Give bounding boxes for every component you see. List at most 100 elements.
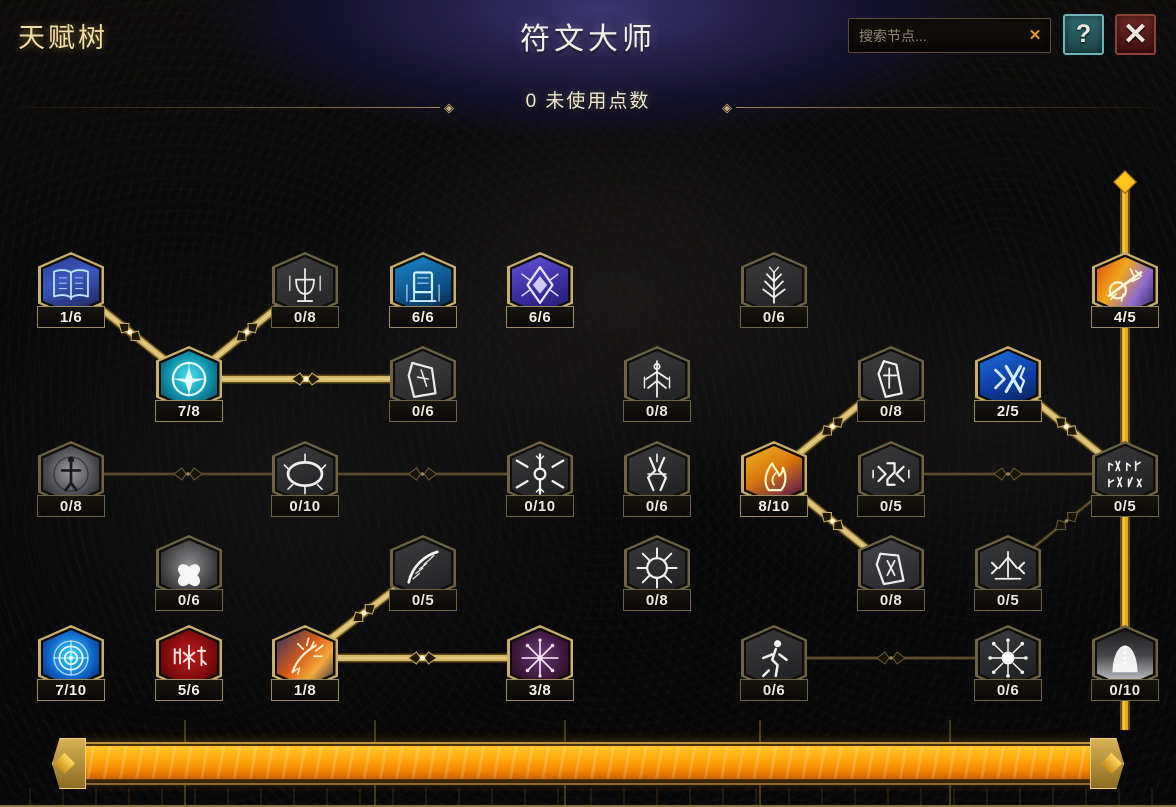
node-icon-band-icon — [863, 446, 919, 502]
rune-spark-node[interactable]: 1/8 — [271, 625, 339, 701]
page-title: 符文大师 — [520, 23, 656, 56]
connection-inactive — [337, 467, 508, 481]
node-icon-blast-icon — [1097, 257, 1153, 313]
rune-shard-node[interactable]: 0/8 — [857, 346, 925, 422]
node-rank-label: 6/6 — [389, 306, 457, 328]
clear-search-icon[interactable]: ✕ — [1028, 27, 1042, 44]
rune-bell-node[interactable]: 0/10 — [1091, 625, 1159, 701]
node-icon-throne-icon — [395, 257, 451, 313]
node-icon-dancer-icon — [629, 446, 685, 502]
divider-line-left — [0, 107, 440, 108]
connection-ornament — [1054, 511, 1079, 531]
rune-chalice-node[interactable]: 0/8 — [271, 252, 339, 328]
search-box[interactable]: ✕ — [848, 18, 1051, 53]
rune-compass-node[interactable]: 7/8 — [155, 346, 223, 422]
node-icon-shard-icon — [863, 351, 919, 407]
connection-ornament — [291, 372, 321, 386]
connection-ornament — [993, 467, 1023, 481]
node-icon-runner-icon — [746, 630, 802, 686]
rune-runner-node[interactable]: 0/6 — [740, 625, 808, 701]
node-icon-feather-icon — [395, 540, 451, 596]
divider-ornament-left: ◈ — [444, 100, 454, 115]
node-rank-label: 4/5 — [1091, 306, 1159, 328]
node-rank-label: 0/6 — [389, 400, 457, 422]
node-rank-label: 0/8 — [623, 400, 691, 422]
spine-gem — [1112, 169, 1138, 195]
node-rank-label: 0/8 — [623, 589, 691, 611]
node-icon-figure-icon — [43, 446, 99, 502]
divider-line-right — [736, 107, 1176, 108]
node-rank-label: 1/8 — [271, 679, 339, 701]
search-input[interactable] — [849, 19, 1050, 52]
rune-lightning-node[interactable]: 2/5 — [974, 346, 1042, 422]
node-icon-chalice-icon — [277, 257, 333, 313]
node-rank-label: 5/6 — [155, 679, 223, 701]
connection-ornament — [1054, 417, 1079, 436]
rune-orb-node[interactable]: 7/10 — [37, 625, 105, 701]
progress-bar-gem-left — [53, 752, 76, 775]
node-rank-label: 0/6 — [155, 589, 223, 611]
rune-altar-node[interactable]: 0/5 — [974, 535, 1042, 611]
connection-active — [327, 583, 401, 643]
rune-clover-node[interactable]: 0/6 — [155, 535, 223, 611]
node-rank-label: 0/8 — [271, 306, 339, 328]
rune-crown-node[interactable]: 0/8 — [623, 346, 691, 422]
connection-active — [211, 301, 283, 363]
node-rank-label: 3/8 — [506, 679, 574, 701]
rune-flame-sigil-node[interactable]: 8/10 — [740, 441, 808, 517]
node-rank-label: 0/8 — [857, 400, 925, 422]
node-rank-label: 0/10 — [506, 495, 574, 517]
rune-tablet-node[interactable]: 0/8 — [857, 535, 925, 611]
node-icon-compass-icon — [161, 351, 217, 407]
divider-ornament-right: ◈ — [722, 100, 732, 115]
node-icon-orb-icon — [43, 630, 99, 686]
bottom-bar-area — [0, 720, 1176, 807]
rune-band-node[interactable]: 0/5 — [857, 441, 925, 517]
rune-ring-node[interactable]: 0/10 — [271, 441, 339, 517]
talent-tree-canvas[interactable]: 1/6 7/8 0/8 6/6 6/6 — [0, 130, 1176, 730]
rune-nova-node[interactable]: 3/8 — [506, 625, 574, 701]
node-icon-flame-icon — [746, 446, 802, 502]
node-rank-label: 0/5 — [974, 589, 1042, 611]
connection-ornament — [876, 651, 906, 665]
connection-active — [93, 301, 167, 363]
node-rank-label: 8/10 — [740, 495, 808, 517]
node-icon-sigil-icon — [512, 257, 568, 313]
rune-snowflake-node[interactable]: 0/10 — [506, 441, 574, 517]
node-icon-bell-icon — [1097, 630, 1153, 686]
node-rank-label: 0/6 — [740, 679, 808, 701]
rune-script-node[interactable]: 0/5 — [1091, 441, 1159, 517]
rune-throne-node[interactable]: 6/6 — [389, 252, 457, 328]
progress-bar-gem-right — [1100, 752, 1123, 775]
close-button[interactable]: ✕ — [1115, 14, 1156, 55]
connection-ornament — [118, 322, 142, 342]
connection-active — [1030, 395, 1103, 458]
node-rank-label: 0/10 — [1091, 679, 1159, 701]
rune-stone-tilt-node[interactable]: 0/6 — [389, 346, 457, 422]
unused-points-label: 0 未使用点数 — [525, 91, 651, 112]
rune-sigil-node[interactable]: 6/6 — [506, 252, 574, 328]
connection-lines — [93, 169, 1138, 730]
help-button[interactable]: ? — [1063, 14, 1104, 55]
node-icon-tablet-icon — [863, 540, 919, 596]
rune-feather-node[interactable]: 0/5 — [389, 535, 457, 611]
node-icon-branch-icon — [746, 257, 802, 313]
rune-figure-node[interactable]: 0/8 — [37, 441, 105, 517]
connection-ornament — [407, 467, 438, 481]
rune-blast-node[interactable]: 4/5 — [1091, 252, 1159, 328]
talent-progress-bar[interactable] — [52, 738, 1124, 789]
node-icon-clover-icon — [161, 540, 217, 596]
connection-inactive — [103, 467, 273, 481]
node-rank-label: 0/8 — [857, 589, 925, 611]
rune-tome-node[interactable]: 1/6 — [37, 252, 105, 328]
node-icon-flake-icon — [512, 446, 568, 502]
node-icon-crown-icon — [629, 351, 685, 407]
connection-inactive — [923, 467, 1093, 481]
rune-dancer-node[interactable]: 0/6 — [623, 441, 691, 517]
rune-blood-node[interactable]: 5/6 — [155, 625, 223, 701]
node-rank-label: 6/6 — [506, 306, 574, 328]
node-rank-label: 0/10 — [271, 495, 339, 517]
rune-branch-node[interactable]: 0/6 — [740, 252, 808, 328]
rune-thorn-node[interactable]: 0/8 — [623, 535, 691, 611]
rune-burst-node[interactable]: 0/6 — [974, 625, 1042, 701]
